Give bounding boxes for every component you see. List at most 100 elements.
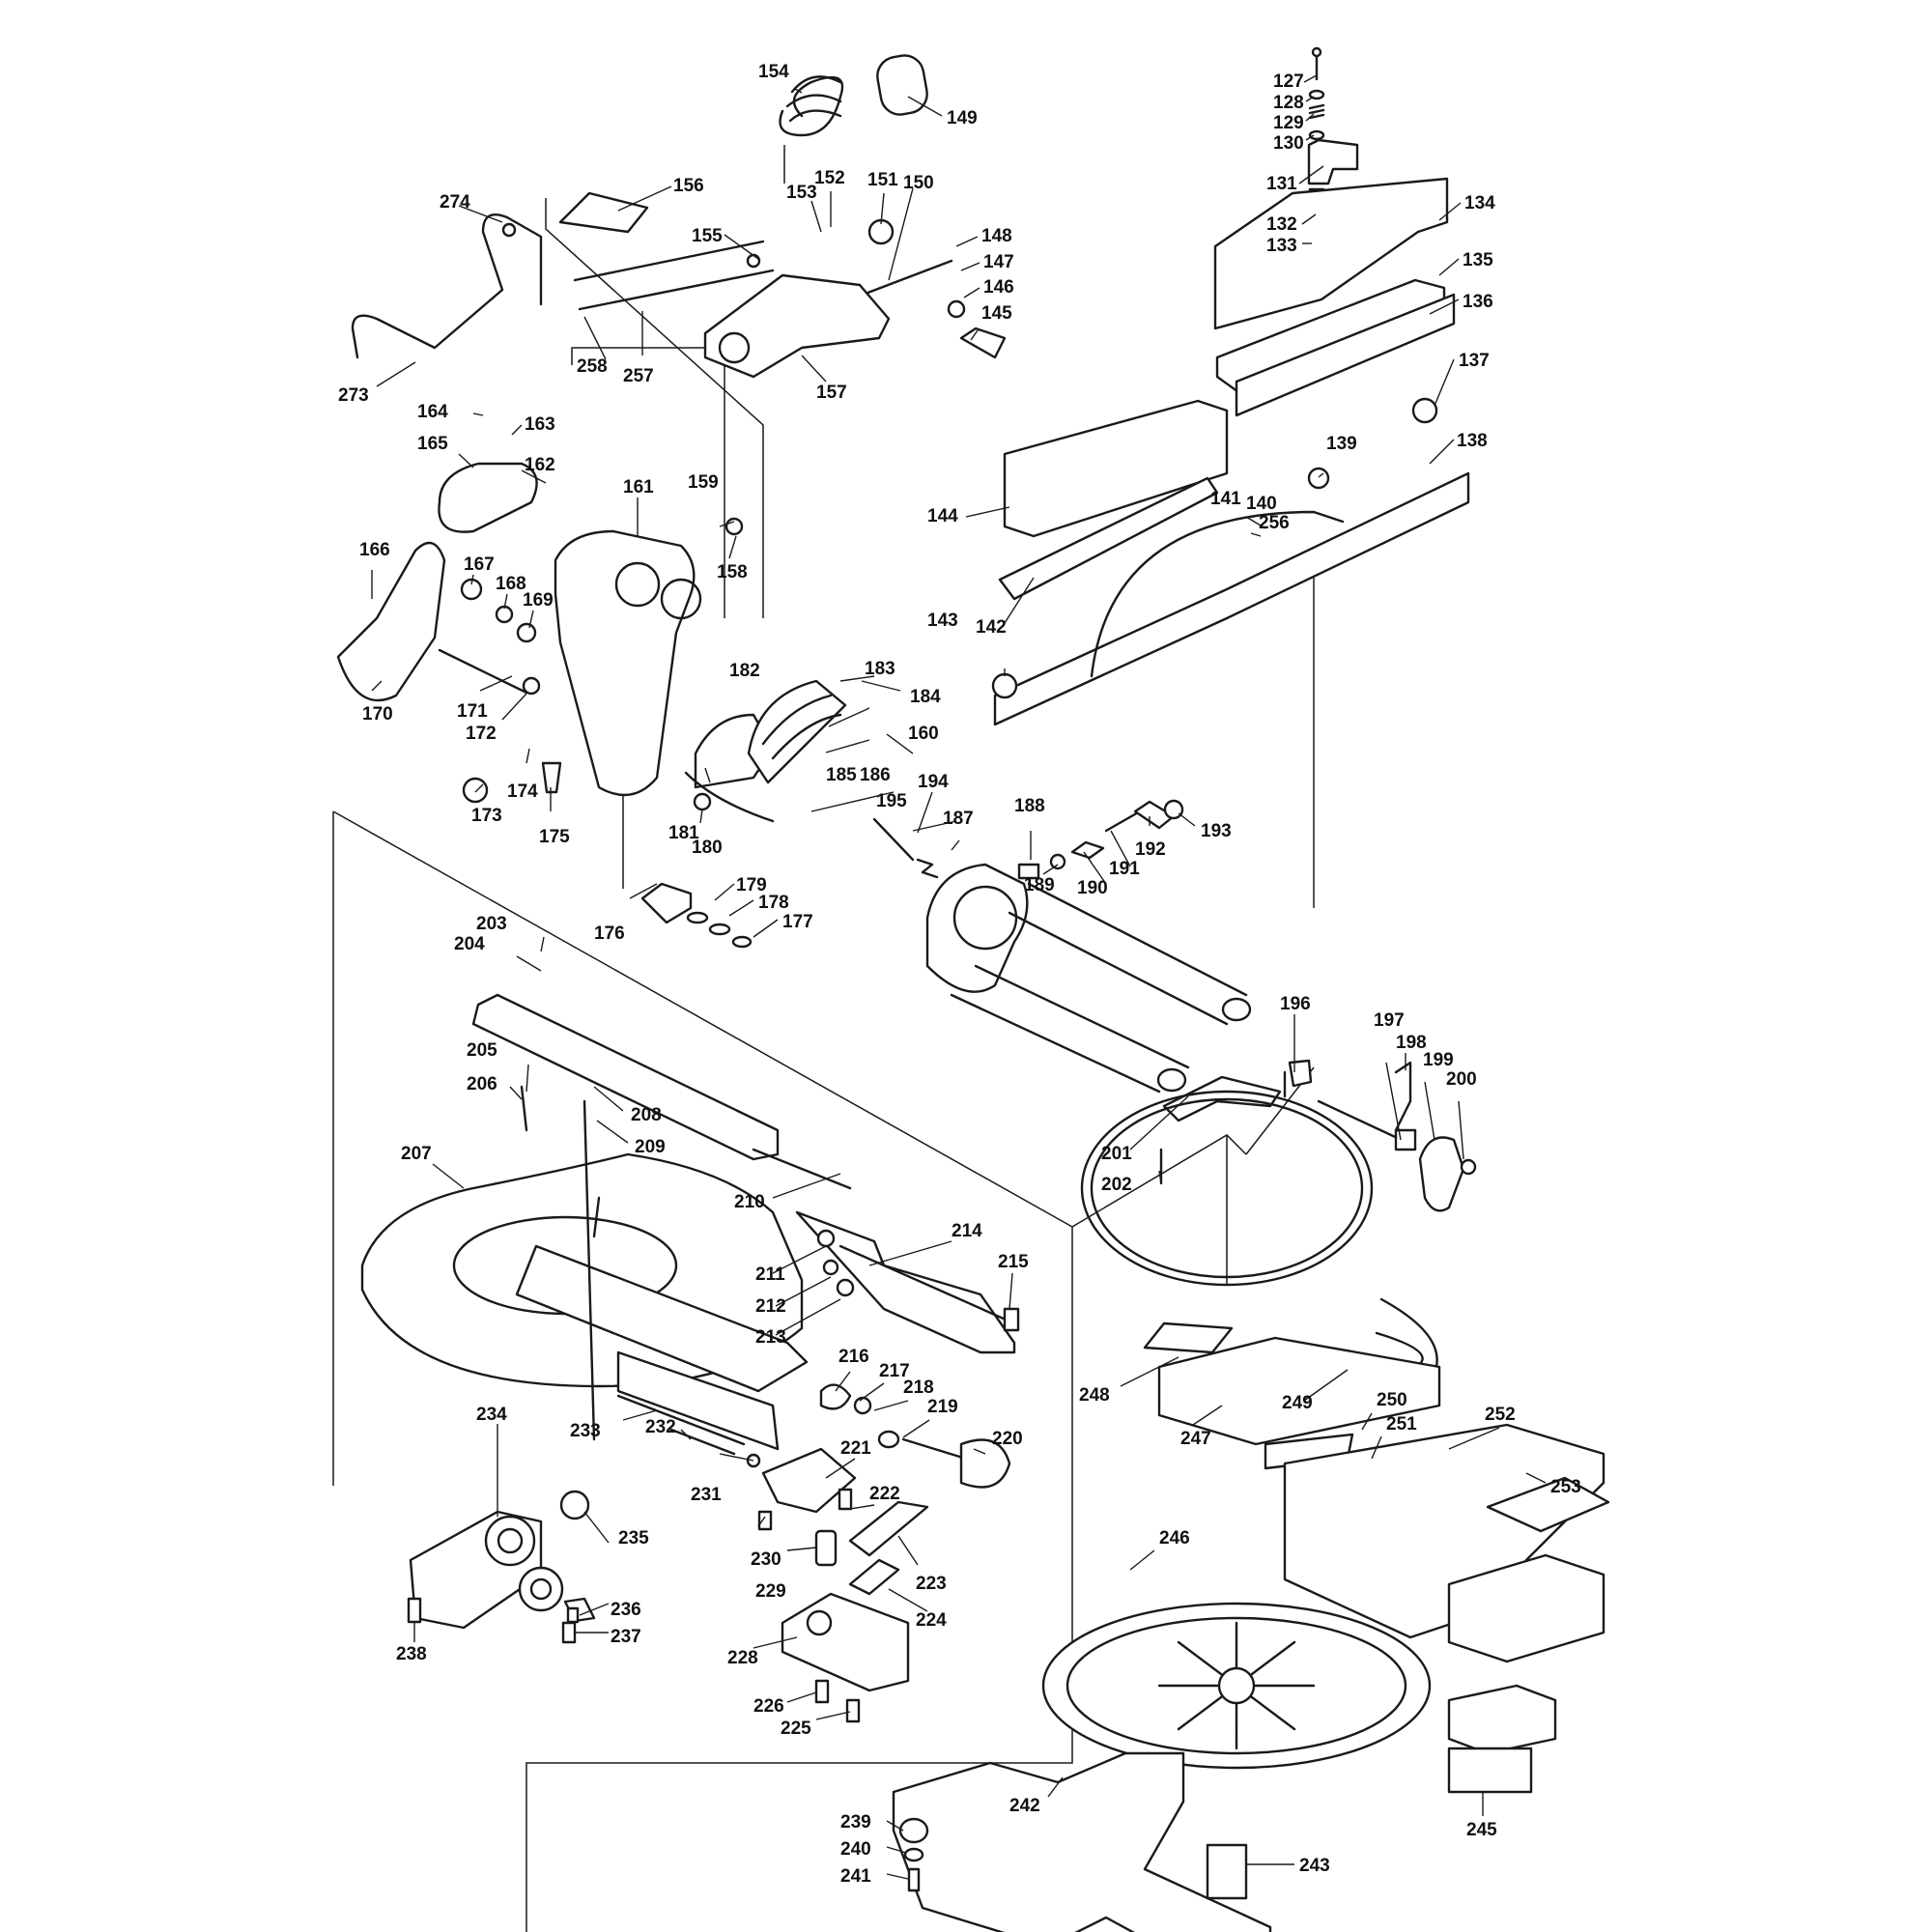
callout-143: 143 xyxy=(927,611,958,631)
callout-186: 186 xyxy=(860,765,891,785)
callout-184: 184 xyxy=(910,687,941,707)
callout-142: 142 xyxy=(976,617,1007,638)
callout-157: 157 xyxy=(816,383,847,403)
callout-228: 228 xyxy=(727,1648,758,1668)
base-turntable-assembly xyxy=(892,1090,1610,1932)
callout-174: 174 xyxy=(507,781,538,802)
callout-172: 172 xyxy=(466,724,497,744)
callout-206: 206 xyxy=(467,1074,497,1094)
callout-224: 224 xyxy=(916,1610,947,1631)
callout-138: 138 xyxy=(1457,431,1488,451)
callout-158: 158 xyxy=(717,562,748,582)
callout-204: 204 xyxy=(454,934,485,954)
callout-168: 168 xyxy=(496,574,526,594)
callout-178: 178 xyxy=(758,893,789,913)
callout-133: 133 xyxy=(1266,236,1297,256)
callout-128: 128 xyxy=(1273,93,1304,113)
callout-185: 185 xyxy=(826,765,857,785)
callout-129: 129 xyxy=(1273,113,1304,133)
callout-167: 167 xyxy=(464,554,495,575)
callout-221: 221 xyxy=(840,1438,871,1459)
callout-199: 199 xyxy=(1423,1050,1454,1070)
callout-151: 151 xyxy=(867,170,898,190)
callout-213: 213 xyxy=(755,1327,786,1348)
callout-197: 197 xyxy=(1374,1010,1405,1031)
callout-222: 222 xyxy=(869,1484,900,1504)
callout-200: 200 xyxy=(1446,1069,1477,1090)
slide-head-assembly xyxy=(558,54,1007,379)
lock-assembly xyxy=(757,1488,929,1723)
callout-193: 193 xyxy=(1201,821,1232,841)
callout-170: 170 xyxy=(362,704,393,724)
callout-219: 219 xyxy=(927,1397,958,1417)
callout-145: 145 xyxy=(981,303,1012,324)
callout-250: 250 xyxy=(1377,1390,1407,1410)
callout-211: 211 xyxy=(755,1264,785,1285)
callout-249: 249 xyxy=(1282,1393,1313,1413)
callout-179: 179 xyxy=(736,875,767,895)
callout-220: 220 xyxy=(992,1429,1023,1449)
callout-248: 248 xyxy=(1079,1385,1110,1406)
holder-assembly xyxy=(407,1490,596,1644)
callout-210: 210 xyxy=(734,1192,765,1212)
callout-127: 127 xyxy=(1273,71,1304,92)
callout-187: 187 xyxy=(943,809,974,829)
callout-130: 130 xyxy=(1273,133,1304,154)
callout-229: 229 xyxy=(755,1581,786,1602)
callout-225: 225 xyxy=(781,1719,811,1739)
callout-147: 147 xyxy=(983,252,1014,272)
callout-149: 149 xyxy=(947,108,978,128)
callout-161: 161 xyxy=(623,477,654,497)
callout-198: 198 xyxy=(1396,1033,1427,1053)
callout-173: 173 xyxy=(471,806,502,826)
callout-237: 237 xyxy=(611,1627,641,1647)
callout-160: 160 xyxy=(908,724,939,744)
callout-233: 233 xyxy=(570,1421,601,1441)
callout-155: 155 xyxy=(692,226,723,246)
callout-273: 273 xyxy=(338,385,369,406)
callout-242: 242 xyxy=(1009,1796,1040,1816)
callout-171: 171 xyxy=(457,701,488,722)
callout-148: 148 xyxy=(981,226,1012,246)
callout-274: 274 xyxy=(440,192,470,213)
callout-214: 214 xyxy=(952,1221,982,1241)
blade-guard-assembly xyxy=(360,993,1020,1514)
callout-194: 194 xyxy=(918,772,949,792)
callout-241: 241 xyxy=(840,1866,871,1887)
callout-246: 246 xyxy=(1159,1528,1190,1548)
fence-assembly xyxy=(991,46,1470,726)
callout-209: 209 xyxy=(635,1137,666,1157)
callout-202: 202 xyxy=(1101,1175,1132,1195)
callout-166: 166 xyxy=(359,540,390,560)
carry-handle xyxy=(351,213,543,359)
callout-162: 162 xyxy=(525,455,555,475)
callout-208: 208 xyxy=(631,1105,662,1125)
callout-146: 146 xyxy=(983,277,1014,298)
callout-258: 258 xyxy=(577,356,608,377)
callout-131: 131 xyxy=(1266,174,1297,194)
callout-253: 253 xyxy=(1550,1477,1581,1497)
callout-137: 137 xyxy=(1459,351,1490,371)
callout-256: 256 xyxy=(1259,513,1290,533)
callout-223: 223 xyxy=(916,1574,947,1594)
callout-159: 159 xyxy=(688,472,719,493)
callout-140: 140 xyxy=(1246,494,1277,514)
callout-240: 240 xyxy=(840,1839,871,1860)
callout-226: 226 xyxy=(753,1696,784,1717)
callout-189: 189 xyxy=(1024,875,1055,895)
callout-136: 136 xyxy=(1463,292,1493,312)
callout-196: 196 xyxy=(1280,994,1311,1014)
callout-177: 177 xyxy=(782,912,813,932)
callout-247: 247 xyxy=(1180,1429,1211,1449)
callout-235: 235 xyxy=(618,1528,649,1548)
callout-238: 238 xyxy=(396,1644,427,1664)
callout-190: 190 xyxy=(1077,878,1108,898)
callout-156: 156 xyxy=(673,176,704,196)
callout-139: 139 xyxy=(1326,434,1357,454)
callout-201: 201 xyxy=(1101,1144,1132,1164)
callout-144: 144 xyxy=(927,506,958,526)
pivot-arm-assembly xyxy=(336,462,775,804)
callout-195: 195 xyxy=(876,791,907,811)
callout-180: 180 xyxy=(692,838,723,858)
callout-132: 132 xyxy=(1266,214,1297,235)
